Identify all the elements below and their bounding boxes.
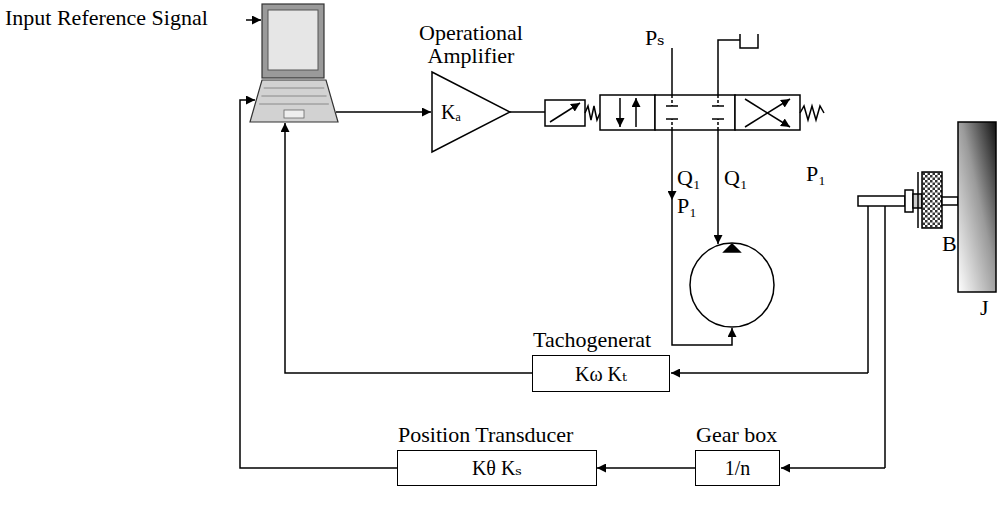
gain-label: Kθ Kₛ [472, 457, 522, 479]
hydraulic-quantity: Q₁ [677, 166, 701, 190]
port-cap [666, 118, 678, 120]
valve-centre-section [655, 95, 735, 130]
flow-arrow [635, 98, 637, 127]
port-stub [671, 119, 673, 130]
inertia-disc [958, 122, 996, 292]
computer-screen [262, 4, 324, 78]
load-assembly [671, 122, 996, 468]
hydraulic-quantity: P₁ [806, 162, 826, 186]
variable-arrow [550, 103, 580, 122]
servo-valve [545, 34, 824, 130]
coupling [905, 190, 913, 212]
damper [922, 172, 942, 228]
tank-line [718, 40, 740, 95]
tank-symbol [740, 34, 758, 48]
port-cap [712, 105, 724, 107]
tachogenerator-box: TachogeneratKω Kₜ [532, 355, 670, 392]
flow-arrow [619, 98, 621, 127]
hydraulic-quantity: Q₁ [724, 166, 748, 190]
port-cap [666, 105, 678, 107]
velocity-feedback-wire [285, 123, 532, 373]
solenoid [545, 100, 585, 126]
pressure-line [717, 130, 719, 244]
component-name: Position Transducer [398, 423, 573, 447]
reference-arrow [246, 19, 261, 21]
right-spring [800, 106, 824, 120]
component-name: Tachogenerat [533, 328, 651, 352]
valve-right-section [735, 95, 800, 130]
load-label: B [942, 232, 957, 256]
tacho-pickup [867, 206, 869, 373]
gain-label: Kω Kₜ [575, 363, 627, 385]
signal-wires [240, 20, 545, 468]
amplifier-triangle-shape [432, 72, 510, 152]
gain-label: 1/n [725, 457, 751, 479]
load-label: J [980, 296, 989, 320]
computer-icon [250, 4, 338, 122]
keyboard-keys [259, 88, 329, 104]
keyboard-row [261, 96, 326, 97]
return-line [671, 130, 673, 200]
damper-bracket [917, 172, 919, 228]
hydraulic-quantity: P₁ [677, 194, 697, 218]
left-spring [585, 106, 600, 120]
load-shaft [942, 197, 958, 205]
keyboard-row [264, 88, 325, 89]
command-wire [336, 111, 431, 113]
hydraulic-lines [672, 130, 774, 345]
signal-arrow [597, 467, 695, 469]
port-stub [717, 119, 719, 130]
gear-box: Gear box1/n [695, 450, 780, 486]
gain-label: Kₐ [441, 101, 461, 123]
amplifier-triangle: Operational AmplifierKₐ [432, 72, 510, 152]
port-stub [717, 95, 719, 106]
motor-direction-mark [724, 244, 740, 252]
blocked-ports [672, 95, 718, 130]
gear-pickup [781, 467, 885, 469]
signal-label: Input Reference Signal [5, 6, 208, 30]
motor-shaft [858, 196, 905, 206]
port-stub [671, 95, 673, 106]
position-feedback-wire [240, 100, 397, 468]
touchpad [284, 110, 304, 118]
port-cap [712, 118, 724, 120]
component-name: Operational Amplifier [406, 21, 536, 69]
valve-left-section [600, 95, 655, 130]
supply-line [671, 48, 673, 95]
tacho-pickup [671, 372, 868, 374]
computer-display [268, 10, 318, 70]
position-transducer-box: Position TransducerKθ Kₛ [397, 450, 597, 486]
computer-keyboard [250, 80, 338, 122]
amplifier-output-wire [510, 111, 545, 113]
hydraulic-quantity: Pₛ [645, 26, 665, 50]
cross-arrow [745, 99, 790, 127]
gear-pickup [884, 206, 886, 468]
component-name: Gear box [696, 423, 777, 447]
cross-arrow [745, 99, 790, 127]
keyboard-row [259, 104, 329, 105]
hydraulic-motor [690, 243, 774, 327]
